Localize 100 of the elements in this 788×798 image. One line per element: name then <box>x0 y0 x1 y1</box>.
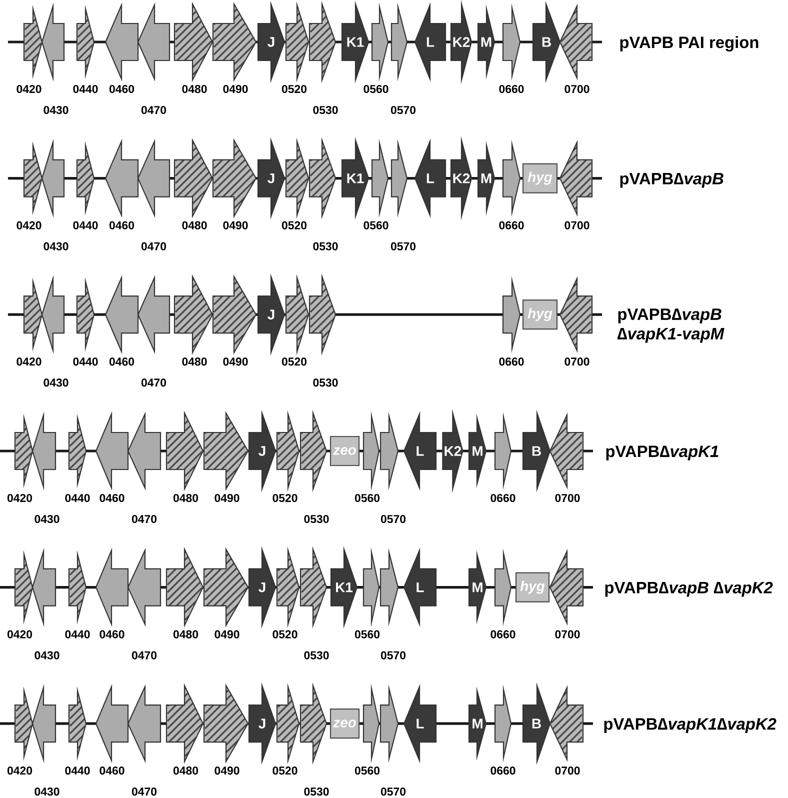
gene-number: 0490 <box>223 358 248 366</box>
gene-number: 0530 <box>304 788 329 796</box>
gene-block <box>300 410 328 492</box>
gene-number: 0470 <box>141 106 166 114</box>
gene-block <box>559 276 593 354</box>
gene-block <box>362 410 380 492</box>
gene-block <box>300 546 328 628</box>
gene-number: 0700 <box>555 766 580 775</box>
gene-block <box>14 686 34 761</box>
gene-block <box>14 414 34 488</box>
gene-block <box>308 0 336 84</box>
gene-block <box>308 273 336 356</box>
gene-block <box>502 276 521 354</box>
gene-block <box>137 138 170 218</box>
gene-number: 0700 <box>564 358 590 366</box>
gene-block <box>494 684 512 763</box>
gene-number: 0460 <box>100 630 124 638</box>
gene-number: 0520 <box>272 766 298 775</box>
construct-label: pVAPB∆vapB ∆vapK2 <box>605 582 773 597</box>
gene-number: 0660 <box>499 221 524 230</box>
gene-number: 0480 <box>182 358 207 366</box>
gene-number: 0430 <box>34 514 60 524</box>
gene-block <box>285 138 310 219</box>
construct-label: pVAPB∆vapK1∆vapK2 <box>604 718 776 733</box>
gene-box: zeo <box>330 708 360 739</box>
gene-number: 0440 <box>65 766 90 775</box>
gene-block <box>203 684 249 764</box>
gene-number: 0530 <box>313 106 338 114</box>
gene-number: 0560 <box>354 766 380 775</box>
gene-block: K1 <box>341 137 370 220</box>
gene-block <box>380 684 399 763</box>
gene-number: 0480 <box>182 84 207 94</box>
gene-number: 0700 <box>555 630 580 638</box>
gene-number: 0480 <box>173 766 198 775</box>
gene-number: 0570 <box>390 106 416 114</box>
gene-number: 0460 <box>109 358 134 366</box>
gene-number: 0440 <box>73 358 98 366</box>
gene-block <box>32 548 56 627</box>
gene-block: J <box>257 137 286 220</box>
gene-number: 0460 <box>100 766 124 775</box>
gene-block <box>76 277 95 352</box>
gene-number: 0700 <box>564 84 590 94</box>
gene-block <box>23 141 43 216</box>
gene-number: 0490 <box>214 766 240 775</box>
gene-block <box>127 684 162 764</box>
gene-number: 0520 <box>272 494 298 502</box>
gene-block <box>32 411 56 491</box>
gene-number: 0700 <box>555 494 580 502</box>
gene-number: 0460 <box>109 84 134 94</box>
gene-block <box>127 548 162 627</box>
gene-number: 0570 <box>380 788 406 796</box>
gene-block <box>362 547 380 628</box>
construct-label: pVAPB∆vapB <box>620 173 724 188</box>
gene-block <box>41 138 65 218</box>
gene-block: L <box>403 411 437 491</box>
gene-block <box>380 412 399 490</box>
gene-block <box>390 2 408 82</box>
gene-block: K2 <box>450 136 472 221</box>
gene-number: 0570 <box>380 514 406 524</box>
gene-number: 0420 <box>16 221 42 230</box>
gene-block: K1 <box>341 0 370 84</box>
gene-block <box>166 546 204 628</box>
gene-block <box>32 684 56 764</box>
gene-number: 0470 <box>132 788 157 796</box>
gene-block: M <box>477 140 496 216</box>
gene-number: 0660 <box>490 766 516 775</box>
gene-block: K2 <box>442 408 464 494</box>
gene-block <box>494 548 512 626</box>
gene-block <box>127 412 162 491</box>
gene-block <box>285 274 310 356</box>
gene-block <box>68 686 87 761</box>
gene-number: 0420 <box>7 494 32 502</box>
gene-block <box>203 547 249 628</box>
gene-number: 0470 <box>132 651 157 660</box>
gene-number: 0560 <box>354 630 380 638</box>
gene-number: 0440 <box>65 494 90 502</box>
gene-number: 0420 <box>16 358 42 366</box>
gene-number: 0490 <box>214 494 240 502</box>
gene-block <box>137 2 170 82</box>
gene-number: 0470 <box>132 514 157 524</box>
gene-block <box>494 412 512 490</box>
gene-number: 0530 <box>304 651 329 660</box>
gene-block: L <box>414 138 446 218</box>
gene-number: 0420 <box>7 630 32 638</box>
gene-number: 0430 <box>44 242 68 250</box>
gene-block: L <box>414 2 446 82</box>
gene-number: 0490 <box>223 221 248 230</box>
gene-block <box>41 274 65 354</box>
gene-block <box>174 138 214 219</box>
gene-number: 0430 <box>34 788 60 796</box>
gene-number: 0700 <box>564 221 590 230</box>
gene-number: 0480 <box>182 221 207 230</box>
gene-block <box>276 546 300 628</box>
gene-block: J <box>257 273 286 356</box>
gene-block <box>371 2 389 82</box>
gene-block <box>549 548 584 626</box>
gene-block <box>76 140 95 216</box>
gene-block <box>174 2 214 82</box>
gene-block <box>390 138 408 218</box>
gene-block <box>212 274 257 355</box>
